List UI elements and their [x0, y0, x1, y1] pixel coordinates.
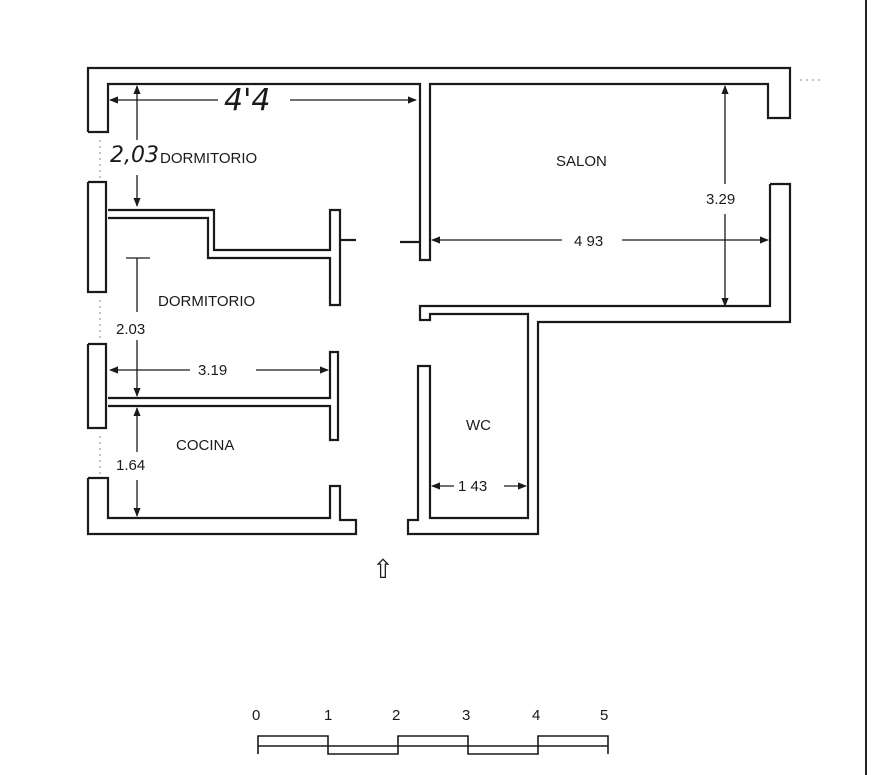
scale-tick-label: 3: [462, 707, 470, 724]
scale-bar: 0 1 2 3 4 5: [252, 707, 609, 755]
dimensions: [99, 79, 822, 517]
scale-tick-label: 4: [532, 707, 540, 724]
scale-tick-label: 5: [600, 707, 608, 724]
bedroom-1-dimension: 2,03: [110, 143, 159, 168]
scale-tick-label: 0: [252, 707, 260, 724]
bedroom-2-name: DORMITORIO: [158, 293, 255, 310]
scale-tick-label: 1: [324, 707, 332, 724]
scale-tick-label: 2: [392, 707, 400, 724]
wc-name: WC: [466, 417, 491, 434]
kitchen-name: COCINA: [176, 437, 234, 454]
salon-name: SALON: [556, 153, 607, 170]
wc-width: 1 43: [458, 478, 487, 495]
bedroom-width: 3.19: [198, 362, 227, 379]
bedroom-2-dimension: 2.03: [116, 321, 145, 338]
salon-width: 4 93: [574, 233, 603, 250]
bedroom-1-name: DORMITORIO: [160, 150, 257, 167]
kitchen-dimension: 1.64: [116, 457, 145, 474]
walls: [86, 66, 792, 536]
entrance-arrow-icon: ⇧: [372, 555, 394, 585]
salon-height: 3.29: [706, 191, 735, 208]
overall-width-label: 4'4: [224, 83, 270, 118]
